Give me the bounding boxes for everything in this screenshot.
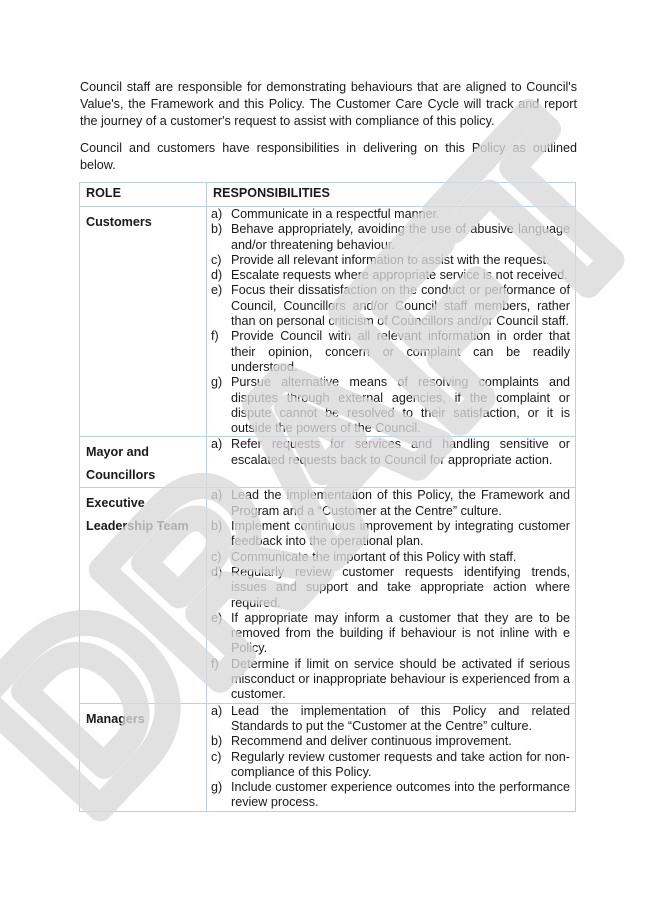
list-marker: a) [211, 207, 223, 221]
list-marker: f) [211, 329, 219, 344]
list-text: Focus their dissatisfaction on the condu… [231, 283, 570, 329]
list-text: Include customer experience outcomes int… [231, 780, 570, 810]
list-text: Pursue alternative means of resolving co… [231, 375, 570, 436]
list-item: a) Lead the implementation of this Policy… [211, 488, 570, 519]
list-item: c) Communicate the important of this Poli… [211, 550, 570, 565]
list-text: Communicate the important of this Policy… [231, 549, 517, 564]
list-text: Recommend and deliver continuous improve… [231, 734, 512, 749]
list-item: d) Escalate requests where appropriate se… [211, 268, 570, 283]
list-marker: f) [211, 656, 219, 671]
table-row-mayor-and-councillors: Mayor and Councillors a) Refer requests f… [79, 436, 576, 489]
list-marker: b) [211, 222, 223, 237]
responsibilities-cell: a) Lead the implementation of this Policy… [206, 487, 576, 704]
role-label: Executive [86, 496, 145, 511]
responsibilities-cell: a) Communicate in a respectful manner. b)… [206, 205, 576, 438]
list-marker: d) [211, 268, 223, 283]
intro-paragraph-1: Council staff are responsible for demons… [80, 80, 577, 128]
list-item: a) Lead the implementation of this Policy… [211, 704, 570, 735]
table-row-customers: Customers a) Communicate in a respectful … [79, 205, 576, 438]
role-cell: Mayor and Councillors [79, 436, 207, 489]
list-item: c) Provide all relevant information to as… [211, 253, 570, 268]
list-marker: b) [211, 734, 223, 749]
list-marker: g) [211, 780, 223, 795]
list-text: Provide Council with all relevant inform… [231, 329, 570, 374]
list-item: c) Regularly review customer requests and… [211, 750, 570, 781]
header-responsibilities: RESPONSIBILITIES [206, 182, 576, 207]
list-item: a) Communicate in a respectful manner. [211, 207, 570, 222]
role-label: Managers [86, 711, 145, 726]
list-text: Provide all relevant information to assi… [231, 252, 550, 267]
role-label: Leadership Team [86, 519, 189, 534]
table-header-row: ROLE RESPONSIBILITIES [79, 182, 576, 207]
list-item: d) Regularly review customer requests ide… [211, 565, 570, 611]
table-row-managers: Managers a) Lead the implementation of th… [79, 702, 576, 812]
list-text: Regularly review customer requests ident… [231, 564, 570, 610]
list-text: Refer requests for services and handling… [231, 437, 570, 467]
list-text: Determine if limit on service should be … [231, 656, 570, 702]
list-text: Lead the implementation of this Policy a… [231, 703, 570, 733]
list-marker: e) [211, 283, 223, 298]
list-marker: b) [211, 519, 223, 534]
list-item: e) Focus their dissatisfaction on the con… [211, 283, 570, 329]
list-marker: d) [211, 564, 223, 579]
list-text: Implement continuous improvement by inte… [231, 519, 570, 549]
list-item: g) Pursue alternative means of resolving … [211, 375, 570, 436]
responsibilities-table: ROLE RESPONSIBILITIES Customers a) Commun… [79, 182, 576, 812]
list-item: f) Determine if limit on service should b… [211, 657, 570, 703]
responsibilities-cell: a) Lead the implementation of this Policy… [206, 702, 576, 812]
list-item: e) If appropriate may inform a customer t… [211, 611, 570, 657]
intro-paragraph-2: Council and customers have responsibilit… [80, 141, 577, 172]
list-item: b) Implement continuous improvement by in… [211, 519, 570, 550]
role-label: Mayor and [86, 445, 149, 460]
list-item: b) Behave appropriately, avoiding the use… [211, 222, 570, 253]
list-text: Lead the implementation of this Policy, … [231, 488, 570, 518]
list-marker: c) [211, 549, 222, 564]
list-marker: c) [211, 749, 222, 764]
list-item: g) Include customer experience outcomes i… [211, 780, 570, 811]
role-cell: Executive Leadership Team [79, 487, 207, 704]
list-item: b) Recommend and deliver continuous impro… [211, 734, 570, 749]
list-item: a) Refer requests for services and handli… [211, 437, 570, 468]
list-marker: a) [211, 437, 223, 452]
header-role: ROLE [79, 182, 207, 207]
list-marker: a) [211, 703, 223, 718]
role-label: Customers [86, 215, 152, 229]
role-label: Councillors [86, 468, 156, 483]
list-text: If appropriate may inform a customer tha… [231, 610, 570, 656]
list-item: f) Provide Council with all relevant info… [211, 329, 570, 375]
list-text: Communicate in a respectful manner. [231, 207, 440, 221]
list-marker: a) [211, 488, 223, 503]
list-marker: e) [211, 610, 223, 625]
list-marker: g) [211, 375, 223, 390]
responsibilities-cell: a) Refer requests for services and handli… [206, 436, 576, 489]
role-cell: Customers [79, 205, 207, 438]
list-marker: c) [211, 252, 222, 267]
list-text: Escalate requests where appropriate serv… [231, 268, 568, 283]
list-text: Regularly review customer requests and t… [231, 749, 570, 779]
list-text: Behave appropriately, avoiding the use o… [231, 222, 570, 252]
table-row-executive-leadership-team: Executive Leadership Team a) Lead the imp… [79, 487, 576, 704]
role-cell: Managers [79, 702, 207, 812]
